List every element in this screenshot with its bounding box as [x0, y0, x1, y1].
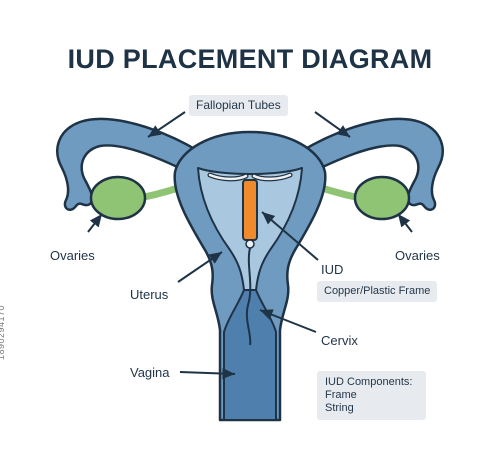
component-frame: Frame — [325, 389, 357, 401]
diagram-title: IUD PLACEMENT DIAGRAM — [67, 44, 433, 74]
label-vagina: Vagina — [130, 365, 170, 380]
components-heading: IUD Components: — [325, 376, 413, 388]
iud-frame-arms-fill — [208, 173, 292, 181]
iud-stem-copper — [242, 179, 258, 241]
note-iud-material: Copper/Plastic Frame — [317, 281, 438, 302]
ovary-right — [353, 175, 411, 221]
component-string: String — [325, 402, 354, 414]
vaginal-canal — [223, 289, 277, 421]
arrow-cervix — [259, 309, 317, 333]
fallopian-tube-right — [298, 117, 444, 211]
label-fallopian-tubes: Fallopian Tubes — [189, 95, 288, 116]
label-cervix: Cervix — [321, 333, 358, 348]
stock-id: 1890294170 — [0, 304, 6, 360]
note-iud-components: IUD Components: Frame String — [317, 371, 426, 420]
label-iud: IUD — [321, 262, 344, 277]
label-ovaries-left: Ovaries — [50, 248, 95, 263]
arrow-ovaries-left — [87, 213, 103, 233]
arrow-iud — [261, 211, 319, 261]
arrow-fallopian-left — [147, 111, 186, 138]
label-ovaries-right: Ovaries — [395, 248, 440, 263]
ovary-left — [89, 175, 147, 221]
arrow-uterus — [177, 251, 223, 283]
iud-stem-tip — [245, 239, 255, 249]
iud-string — [245, 247, 252, 346]
label-uterus: Uterus — [130, 287, 169, 302]
arrow-vagina — [179, 367, 236, 380]
arrow-fallopian-right — [314, 111, 351, 138]
arrow-ovaries-right — [397, 213, 413, 233]
fallopian-tube-left — [56, 117, 202, 211]
